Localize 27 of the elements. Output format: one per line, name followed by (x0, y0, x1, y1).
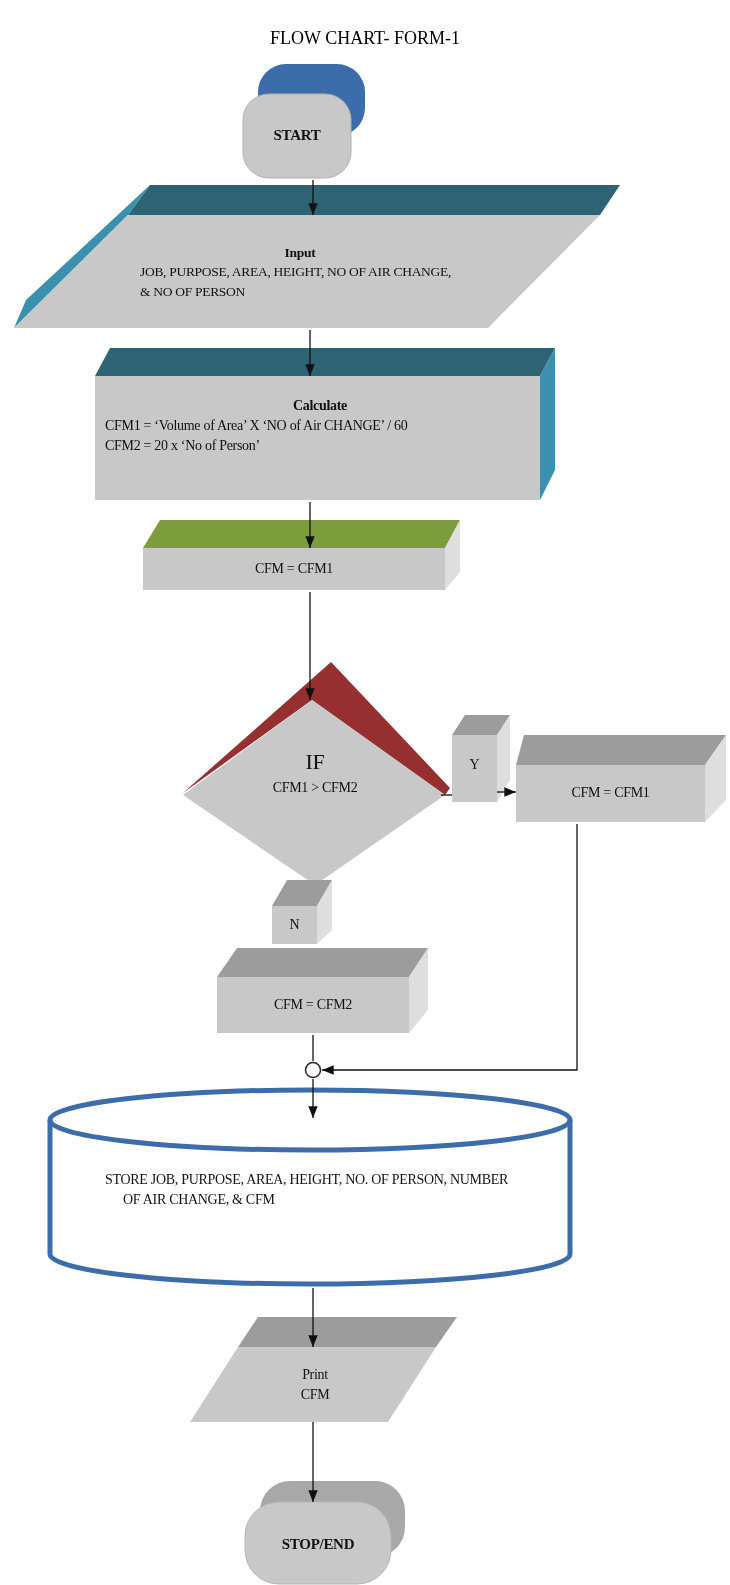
step-label: START (272, 126, 322, 146)
chart-title: FLOW CHART- FORM-1 (269, 28, 461, 49)
step-heading: Input (283, 243, 317, 262)
step-text: CFM1 = ‘Volume of Area’ X ‘NO of Air CHANGE’ / 60 (105, 416, 409, 435)
arrow (308, 1287, 318, 1348)
arrow (321, 823, 578, 1075)
step-heading: Calculate (291, 396, 349, 415)
arrow (305, 501, 315, 549)
step-label: CFM = CFM1 (570, 784, 651, 803)
arrow (305, 329, 315, 377)
step-label: STOP/END (280, 1535, 356, 1555)
step-label: STORE JOB, PURPOSE, AREA, HEIGHT, NO. OF PERSON, NUMBER OF AIR CHANGE, & CFM (105, 1170, 510, 1209)
step-text: CFM2 = 20 x ‘No of Person’ (105, 437, 261, 456)
step-text: CFM1 > CFM2 (271, 778, 359, 797)
step-label: N (288, 915, 301, 934)
arrow (496, 787, 517, 797)
step-label: Y (468, 755, 481, 774)
step-heading: Print (301, 1365, 329, 1384)
step-text: JOB, PURPOSE, AREA, HEIGHT, NO OF AIR CHANGE, & NO OF PERSON (140, 263, 453, 301)
step-label: CFM = CFM2 (272, 995, 353, 1014)
arrow (308, 179, 318, 216)
arrow (305, 591, 315, 701)
step-text: CFM (299, 1386, 331, 1404)
step-heading: IF (304, 747, 326, 776)
arrow (308, 1078, 318, 1119)
step-label: CFM = CFM1 (253, 559, 334, 578)
arrow (308, 1421, 318, 1503)
